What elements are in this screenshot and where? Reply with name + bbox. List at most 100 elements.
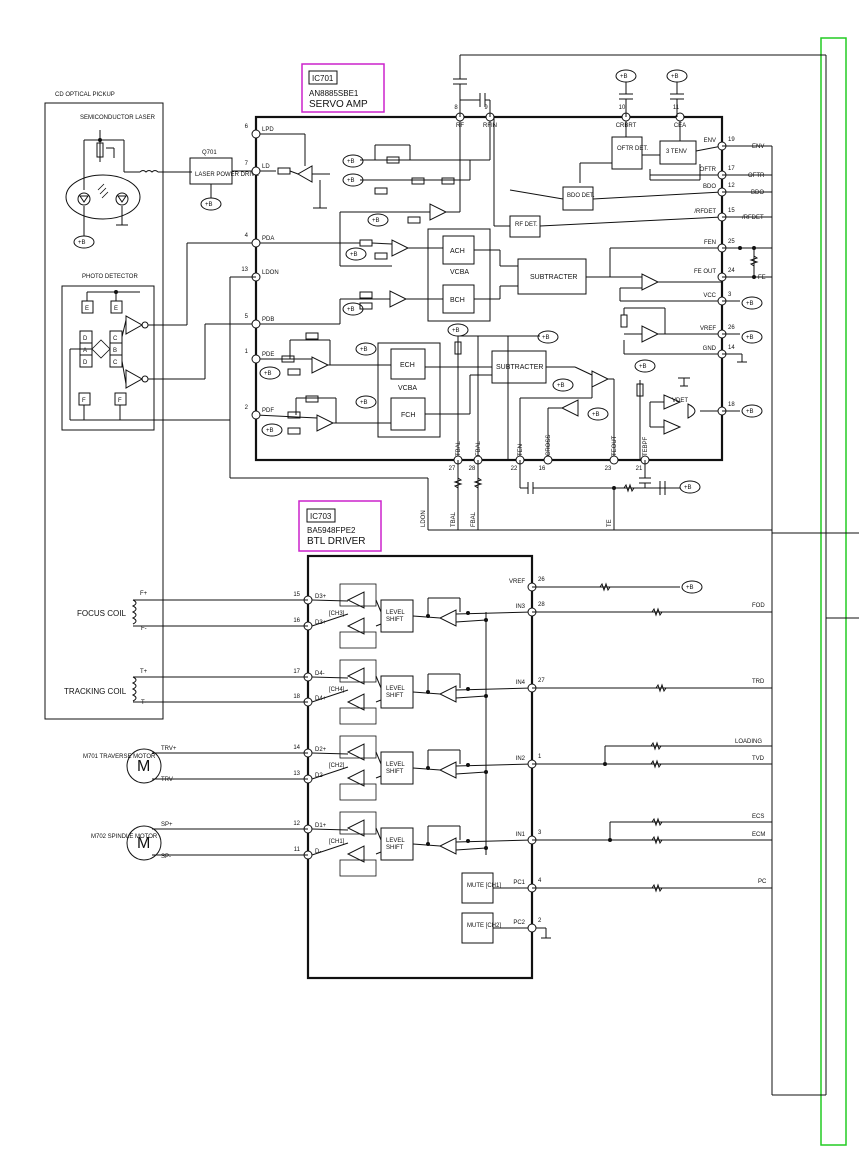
net-fod: FOD [752,603,765,609]
ic701-name: SERVO AMP [309,99,368,110]
svg-text:E: E [114,306,118,312]
net-loading: LOADING [735,739,762,745]
ic701-pin-2 [251,410,261,420]
svg-text:+B: +B [686,585,694,591]
ic701-pin-name: BDO [703,184,716,190]
svg-text:E: E [85,306,89,312]
ic701-pin-num: 28 [469,466,476,472]
svg-text:+B: +B [620,74,628,80]
laser-label: SEMICONDUCTOR LASER [80,115,156,121]
buffer-feedback [339,859,377,877]
ic703-pin-num: 26 [538,577,545,583]
ic701-pin-name-ld: LD [262,164,270,170]
channel-label: [CH2] [329,763,345,769]
ic701-pin-16 [543,455,553,465]
ic701-pin-num: 4 [245,233,249,239]
block-fch: FCH [401,412,415,419]
block-ech: ECH [400,362,415,369]
output-buffer [346,617,365,635]
input-amp [438,761,457,779]
svg-text:A: A [83,348,87,354]
level-shift-label: LEVEL [386,762,405,768]
mute-ch1: MUTE [CH1] [467,883,501,889]
ic703-pin-name-vref: VREF [509,579,525,585]
ic703-pin-name: D1+ [315,823,327,829]
ic701-pin-num: 22 [511,466,518,472]
ic701-pin-num: 25 [728,239,735,245]
ic701-pin-num: 15 [728,208,735,214]
output-buffer [346,845,365,863]
ic701-pin-11 [675,112,685,122]
supply-tag [342,154,364,168]
supply-tag [447,323,469,337]
ic701-pin-23 [609,455,619,465]
supply-tag-label: +B [360,400,368,406]
ic701-pin-num: 16 [539,466,546,472]
net-pc: PC [758,879,767,885]
supply-tag [259,366,281,380]
focus-f-minus: F- [141,626,147,632]
supply-tag [342,173,364,187]
ic703-ref: IC703 [310,512,332,521]
supply-tag-label: +B [746,409,754,415]
ic701-pin-7 [251,166,261,176]
ic703-pin-name-pc1: PC1 [513,880,525,886]
ic701-pin-name-crbrt: CRBRT [616,123,637,129]
ic701-output-nets [722,145,859,1096]
block-bch: BCH [450,297,465,304]
buffer-feedback [339,631,377,649]
supply-tag-label: +B [639,364,647,370]
supply-tag [552,378,574,392]
supply-tag-label: +B [266,428,274,434]
channel-label: [CH3] [329,611,345,617]
net-ecm: ECM [752,832,765,838]
ic701-pin-name-pdb: PDB [262,317,274,323]
ic703-pin-name: D2+ [315,747,327,753]
ic701-pin-name: /RFDET [694,209,716,215]
buffer-feedback [339,583,377,607]
ic703-btl-driver: IC703 BA5948FPE2 BTL DRIVER MUTE [CH1] M… [298,500,551,980]
supply-tag-label: +B [360,347,368,353]
supply-tags: +B+B+B+B+B+B+B+B+B+B+B+B+B+B+B+B+B+B [259,154,763,494]
svg-text:M: M [137,835,150,852]
tracking-coil-label: TRACKING COIL [64,687,127,696]
svg-text:F: F [118,398,122,404]
level-shift-label: SHIFT [386,617,404,623]
ic701-bottom-externals: LDON TBAL FBAL TE [229,276,772,531]
ic703-part: BA5948FPE2 [307,526,356,535]
supply-tag [261,423,283,437]
supply-tag-label: +B [452,328,460,334]
net-env: ENV [752,144,764,150]
supply-tag-label: +B [347,178,355,184]
ic703-pin-num: 11 [294,847,301,853]
input-amp [438,609,457,627]
ic703-pin-num: 1 [538,754,542,760]
level-shift-label: LEVEL [386,838,405,844]
sp-minus: SP- [161,854,171,860]
ic701-pin-1 [251,354,261,364]
ic701-pin-name-rf: RF [456,123,464,129]
buffer-feedback [339,659,377,683]
ic701-pin-name: CROSS [546,435,552,456]
ic703-name: BTL DRIVER [307,536,366,547]
laser-lens [65,174,141,220]
output-buffer [346,819,365,837]
ic701-pin-num: 3 [728,292,732,298]
ic703-pin-num: 2 [538,918,542,924]
supply-tag [741,404,763,418]
supply-tag [634,359,656,373]
trv-plus: TRV+ [161,746,177,752]
m702-label: M702 SPINDLE MOTOR [91,834,158,840]
ic703-pin-name-in4: IN4 [516,680,526,686]
net-fe: FE [758,275,766,281]
ic701-pin-num: 27 [449,466,456,472]
ic703-pin-num: 28 [538,602,545,608]
input-amp [438,837,457,855]
ic701-pin-name: ENV [704,138,716,144]
optical-pickup: CD OPTICAL PICKUP SEMICONDUCTOR LASER +B… [44,92,256,720]
supply-tag-label: +B [347,159,355,165]
output-buffer [346,693,365,711]
input-amp [438,685,457,703]
output-buffer [346,743,365,761]
